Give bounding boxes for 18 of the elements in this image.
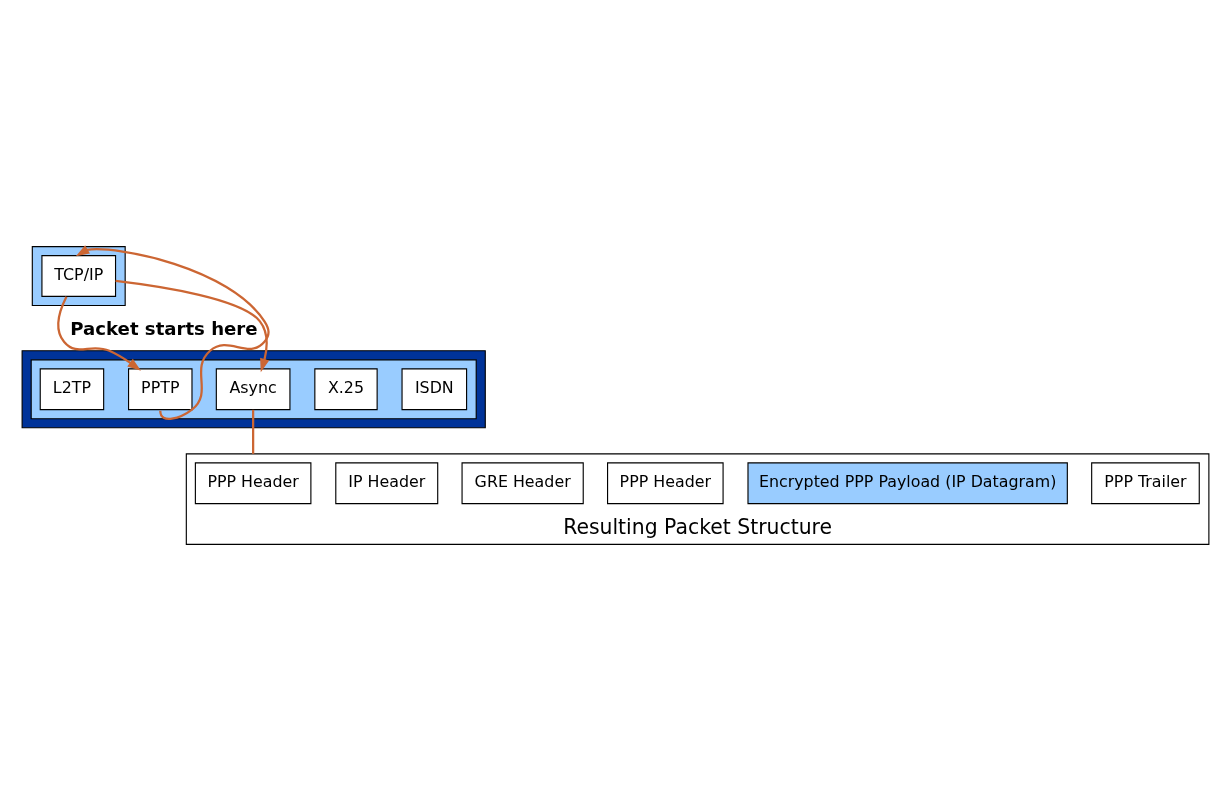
arrow — [57, 296, 141, 371]
node-box: X.25 — [314, 368, 378, 411]
node-box: L2TP — [39, 368, 105, 411]
node-box: Encrypted PPP Payload (IP Datagram) — [747, 462, 1068, 505]
node-box: TCP/IP — [41, 255, 117, 297]
node-box: PPP Header — [194, 462, 312, 505]
node-box: GRE Header — [461, 462, 584, 505]
node-box: PPP Header — [607, 462, 724, 505]
node-box: ISDN — [401, 368, 468, 411]
node-box: Async — [215, 368, 291, 411]
node-box: IP Header — [335, 462, 439, 505]
edge-label: Packet starts here — [70, 317, 258, 339]
node-box: PPP Trailer — [1091, 462, 1200, 505]
cluster — [21, 350, 486, 429]
connector — [252, 409, 255, 454]
arrow — [75, 245, 270, 420]
arrow — [115, 279, 270, 373]
node-box: PPTP — [128, 368, 193, 411]
